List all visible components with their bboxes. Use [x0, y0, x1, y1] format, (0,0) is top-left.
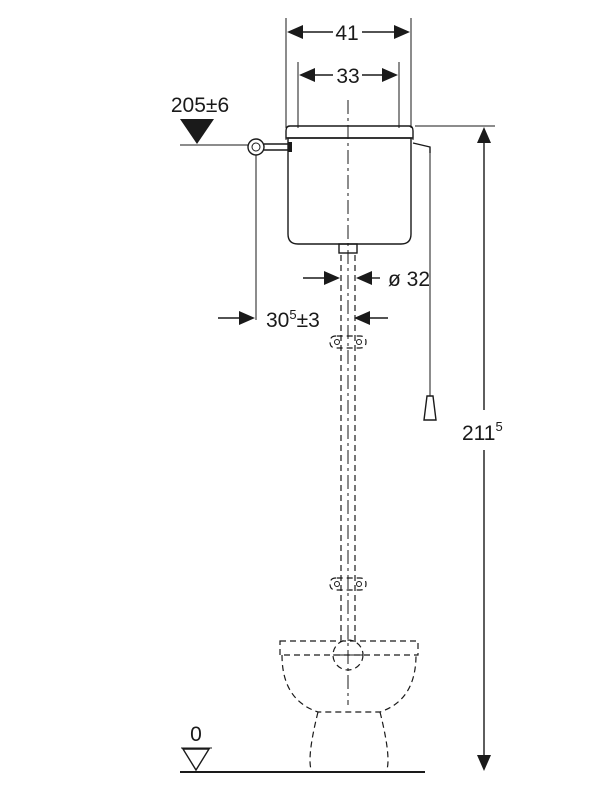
wall-offset-main: 30 — [266, 309, 289, 332]
svg-text:305±3: 305±3 — [266, 307, 320, 332]
pull-handle — [423, 395, 437, 421]
total-height-sup: 5 — [495, 419, 502, 434]
dimension-33-label: 33 — [336, 65, 359, 88]
dimension-wall-offset: 305±3 — [218, 307, 388, 332]
wall-offset-tol: ±3 — [297, 309, 320, 332]
wc-pan — [279, 639, 419, 773]
floor-datum: 0 — [180, 723, 425, 773]
inlet-height-marker: 205±6 — [171, 94, 248, 146]
pull-chain — [412, 142, 437, 421]
dimension-41-label: 41 — [335, 22, 358, 45]
wall-offset-sup: 5 — [289, 307, 296, 322]
flush-pipe — [329, 255, 367, 640]
svg-text:2115: 2115 — [462, 419, 503, 445]
dimension-diameter-label: ø 32 — [388, 268, 430, 291]
inlet-valve — [247, 138, 292, 320]
dimension-41: 41 — [285, 18, 412, 128]
dimension-total-height: 2115 — [415, 125, 503, 771]
inlet-height-label: 205±6 — [171, 94, 229, 117]
cistern — [285, 125, 414, 254]
floor-level-label: 0 — [190, 723, 202, 746]
dimension-diameter: ø 32 — [303, 268, 430, 291]
total-height-main: 211 — [462, 422, 495, 445]
dimension-33: 33 — [297, 62, 400, 128]
